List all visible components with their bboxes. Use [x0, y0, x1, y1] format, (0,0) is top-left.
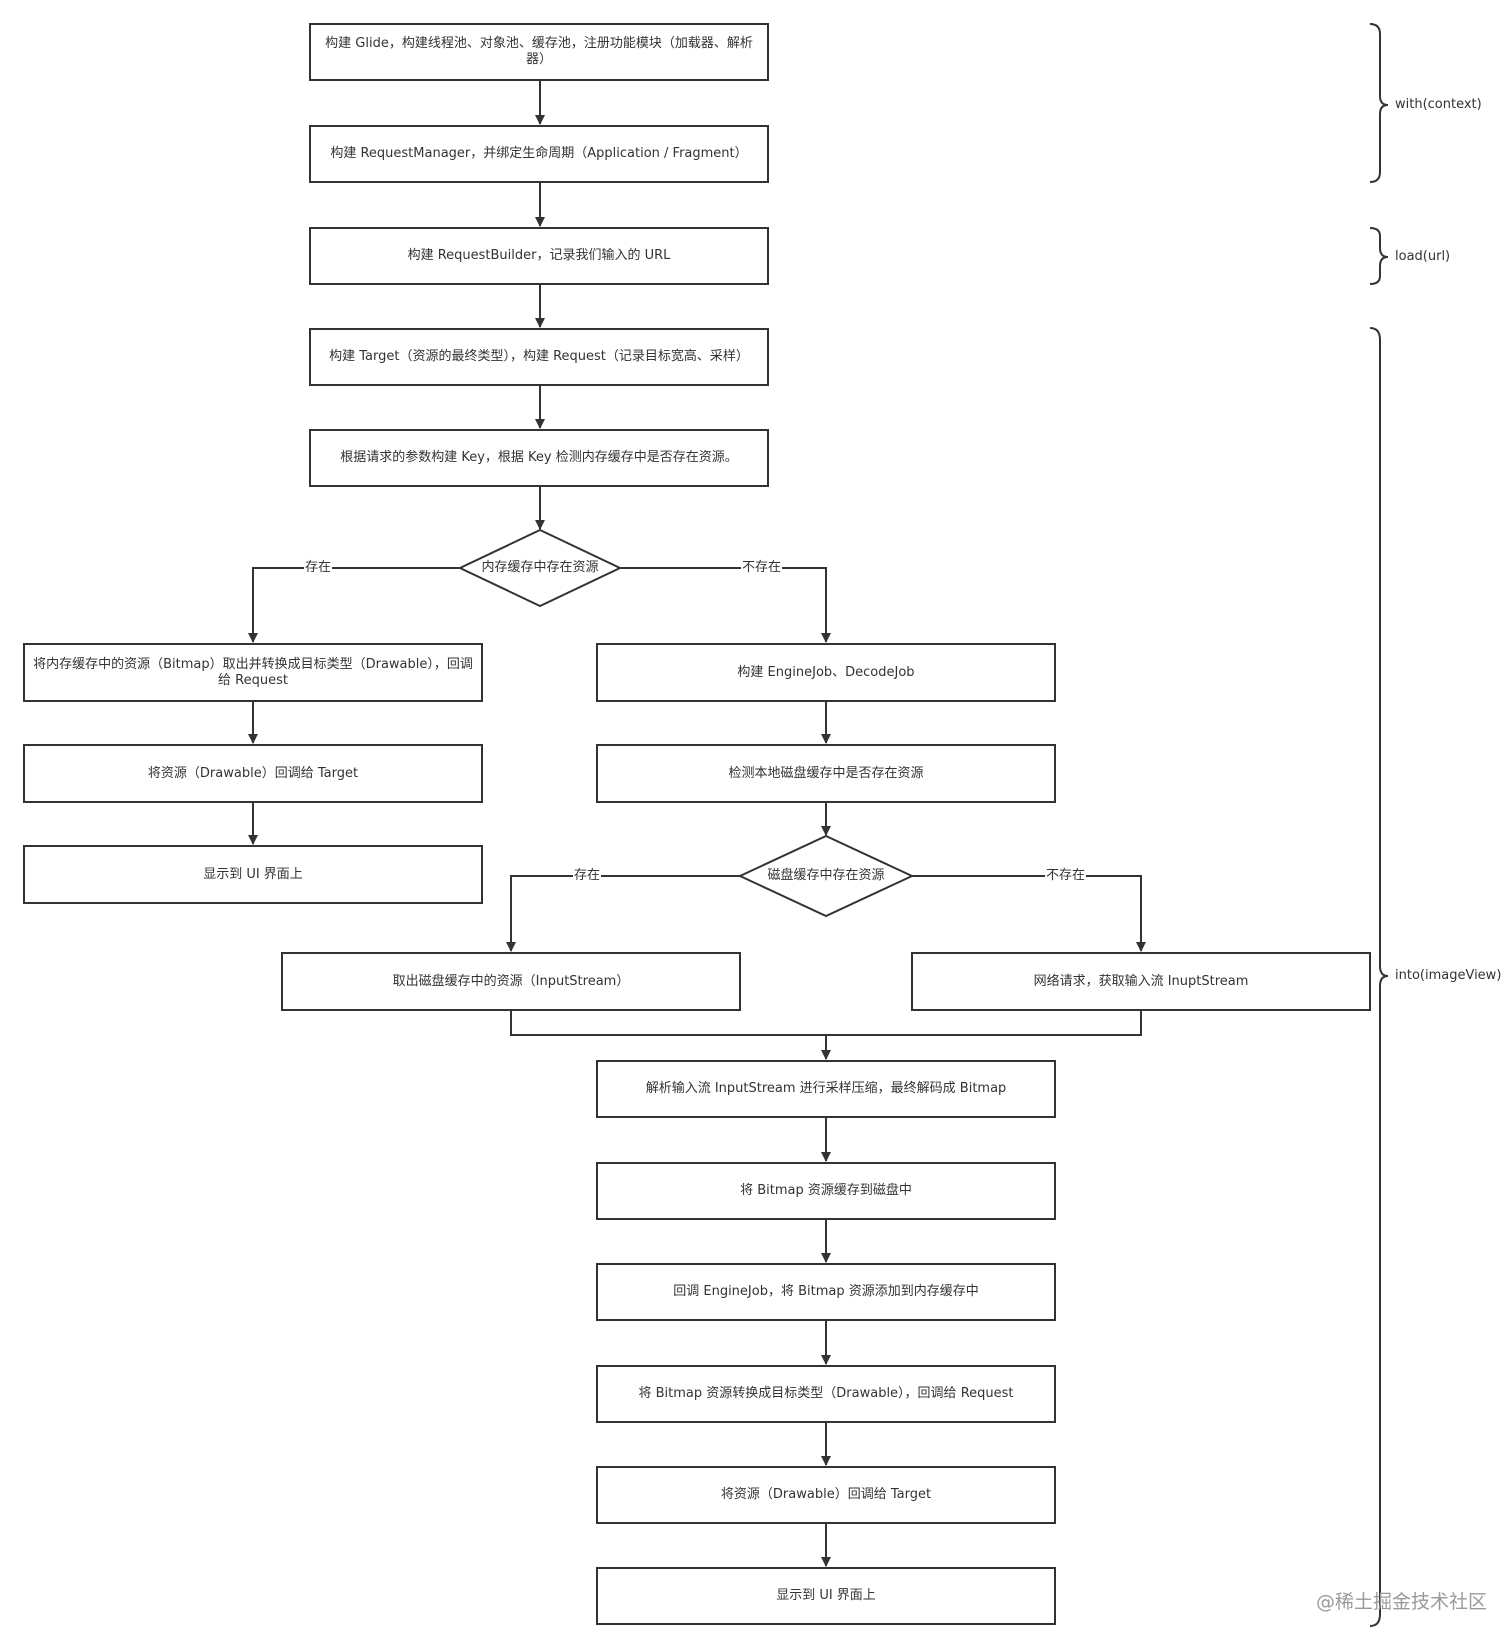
- node-build-target: 构建 Target（资源的最终类型），构建 Request（记录目标宽高、采样）: [309, 328, 769, 386]
- node-read-disk-cache: 取出磁盘缓存中的资源（InputStream）: [281, 952, 741, 1011]
- node-check-disk-cache: 检测本地磁盘缓存中是否存在资源: [596, 744, 1056, 803]
- edge-merge: [510, 1011, 1142, 1036]
- node-add-memory-cache: 回调 EngineJob，将 Bitmap 资源添加到内存缓存中: [596, 1263, 1056, 1321]
- brace-into-imageview: [1369, 327, 1389, 1627]
- brace-with-context: [1369, 23, 1389, 183]
- decision-memory-cache: [457, 528, 623, 608]
- brace-load-url: [1369, 227, 1389, 285]
- edge-label-memory-not-exists: 不存在: [741, 560, 783, 576]
- node-memory-to-drawable: 将内存缓存中的资源（Bitmap）取出并转换成目标类型（Drawable），回调…: [23, 643, 483, 702]
- brace-label-with-context: with(context): [1395, 97, 1482, 112]
- edge-d2-no: [912, 875, 1146, 952]
- node-build-key: 根据请求的参数构建 Key，根据 Key 检测内存缓存中是否存在资源。: [309, 429, 769, 487]
- node-bottom-show-ui: 显示到 UI 界面上: [596, 1567, 1056, 1625]
- watermark: @稀土掘金技术社区: [1316, 1591, 1488, 1613]
- edge-label-disk-not-exists: 不存在: [1045, 868, 1087, 884]
- node-bottom-callback-target: 将资源（Drawable）回调给 Target: [596, 1466, 1056, 1524]
- node-bitmap-to-drawable: 将 Bitmap 资源转换成目标类型（Drawable），回调给 Request: [596, 1365, 1056, 1423]
- node-network-request: 网络请求，获取输入流 InuptStream: [911, 952, 1371, 1011]
- node-build-request-builder: 构建 RequestBuilder，记录我们输入的 URL: [309, 227, 769, 285]
- edge-label-memory-exists: 存在: [304, 560, 333, 576]
- edge-label-disk-exists: 存在: [573, 868, 602, 884]
- edge-d2-yes: [506, 875, 740, 952]
- node-build-glide: 构建 Glide，构建线程池、对象池、缓存池，注册功能模块（加载器、解析器）: [309, 23, 769, 81]
- node-left-show-ui: 显示到 UI 界面上: [23, 845, 483, 904]
- decision-disk-cache-label: 磁盘缓存中存在资源: [767, 868, 885, 883]
- edge-d1-yes: [248, 567, 460, 643]
- brace-label-load-url: load(url): [1395, 249, 1451, 264]
- node-left-callback-target: 将资源（Drawable）回调给 Target: [23, 744, 483, 803]
- decision-memory-cache-label: 内存缓存中存在资源: [481, 560, 599, 575]
- edge-d1-no: [620, 567, 831, 643]
- decision-disk-cache: [737, 834, 915, 918]
- node-decode-bitmap: 解析输入流 InputStream 进行采样压缩，最终解码成 Bitmap: [596, 1060, 1056, 1118]
- brace-label-into-imageview: into(imageView): [1395, 968, 1502, 983]
- node-cache-to-disk: 将 Bitmap 资源缓存到磁盘中: [596, 1162, 1056, 1220]
- node-build-request-manager: 构建 RequestManager，并绑定生命周期（Application / …: [309, 125, 769, 183]
- node-build-enginejob: 构建 EngineJob、DecodeJob: [596, 643, 1056, 702]
